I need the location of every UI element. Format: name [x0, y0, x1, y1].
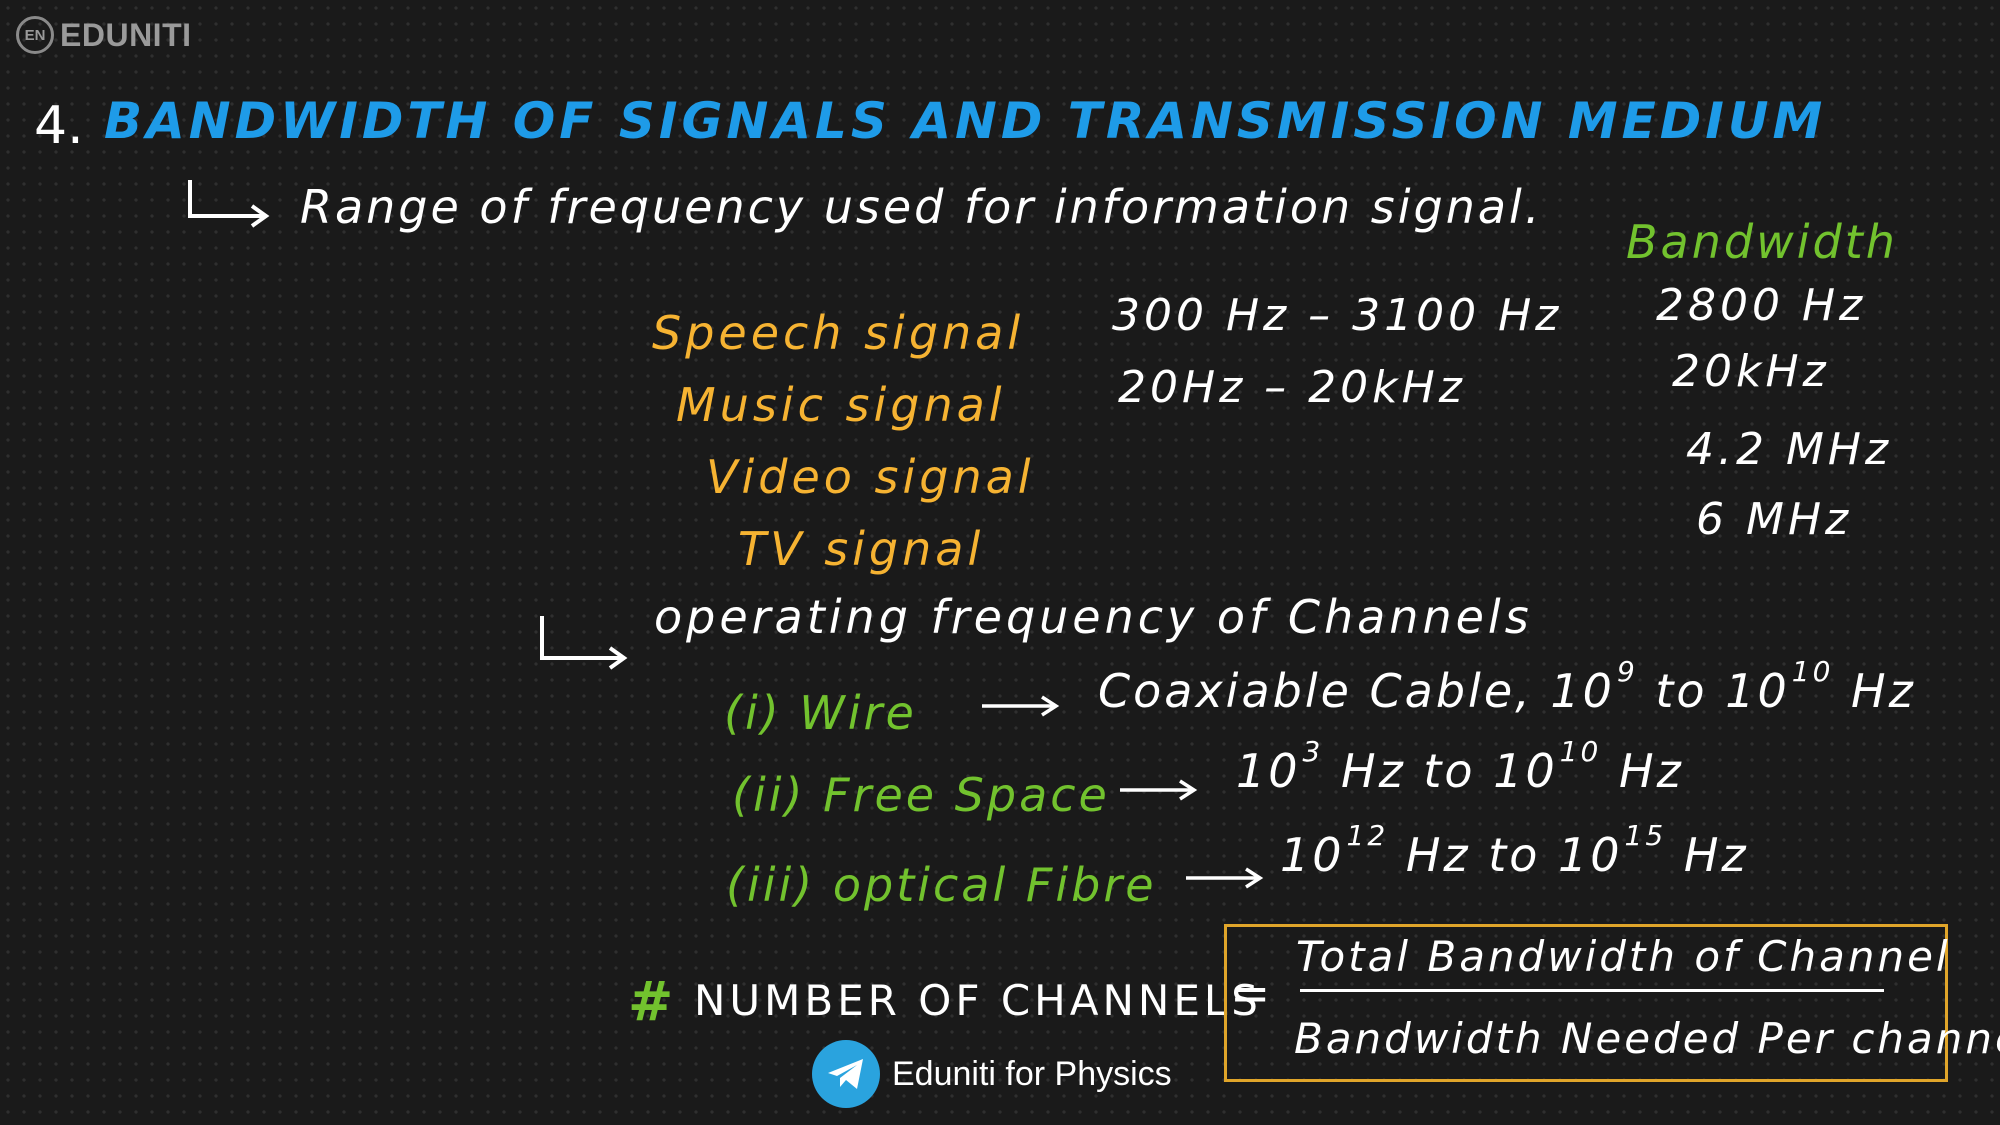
signal-bandwidth: 4.2 MHz	[1686, 424, 1893, 475]
telegram-icon	[812, 1040, 880, 1108]
exponent-base: 10	[1493, 744, 1558, 798]
range-separator: to	[1655, 664, 1708, 718]
eduniti-logo: EN EDUNITI	[16, 16, 192, 54]
exponent-base: 10	[1236, 744, 1301, 798]
right-arrow-icon	[1186, 867, 1264, 889]
channel-range: 103 Hz to 1010 Hz	[1236, 735, 1684, 798]
exponent-base: 10	[1550, 664, 1615, 718]
heading-number: 4.	[34, 96, 84, 156]
heading-title: BANDWIDTH OF SIGNALS AND TRANSMISSION ME…	[104, 92, 1827, 150]
equals-sign: =	[1230, 966, 1271, 1022]
telegram-badge[interactable]: Eduniti for Physics	[812, 1040, 1172, 1108]
formula-box	[1224, 924, 1948, 1082]
exponent: 10	[1559, 735, 1602, 768]
definition-text: Range of frequency used for information …	[300, 180, 1543, 234]
signal-bandwidth: 20kHz	[1672, 346, 1830, 397]
channels-title: operating frequency of Channels	[654, 590, 1533, 644]
logo-text: EDUNITI	[60, 16, 192, 53]
signal-bandwidth: 6 MHz	[1696, 494, 1853, 545]
telegram-channel-label: Eduniti for Physics	[892, 1054, 1172, 1093]
exponent-base: 10	[1280, 828, 1345, 882]
hook-arrow-icon	[540, 616, 628, 670]
exponent: 3	[1302, 735, 1324, 768]
bandwidth-header: Bandwidth	[1626, 215, 1898, 269]
exponent-base: 10	[1725, 664, 1790, 718]
channel-range: Coaxiable Cable, 109 to 1010 Hz	[1098, 655, 1916, 718]
channel-label: (ii) Free Space	[732, 768, 1110, 822]
signal-name: Speech signal	[652, 306, 1025, 360]
exponent: 9	[1616, 655, 1638, 688]
signal-name: Music signal	[676, 378, 1006, 432]
signal-range: 300 Hz – 3100 Hz	[1112, 290, 1563, 341]
logo-mark-icon: EN	[16, 16, 54, 54]
exponent-base: 10	[1558, 828, 1623, 882]
unit: Hz	[1851, 664, 1916, 718]
right-arrow-icon	[982, 695, 1060, 717]
unit: Hz	[1341, 744, 1406, 798]
range-separator: to	[1423, 744, 1476, 798]
hash-symbol: #	[628, 970, 674, 1033]
exponent: 12	[1346, 819, 1389, 852]
right-arrow-icon	[1120, 779, 1198, 801]
number-of-channels-label: NUMBER OF CHANNELS	[694, 976, 1262, 1025]
range-separator: to	[1488, 828, 1541, 882]
channel-range: 1012 Hz to 1015 Hz	[1280, 819, 1749, 882]
unit: Hz	[1619, 744, 1684, 798]
exponent: 15	[1624, 819, 1667, 852]
formula-denominator: Bandwidth Needed Per channel	[1294, 1014, 2000, 1063]
signal-name: TV signal	[738, 522, 985, 576]
channel-label: (i) Wire	[724, 686, 917, 740]
unit: Hz	[1683, 828, 1749, 882]
signal-range: 20Hz – 20kHz	[1118, 362, 1466, 413]
channel-medium: Coaxiable Cable,	[1098, 664, 1533, 718]
signal-bandwidth: 2800 Hz	[1656, 280, 1867, 331]
signal-name: Video signal	[706, 450, 1035, 504]
channel-label: (iii) optical Fibre	[726, 858, 1157, 912]
unit: Hz	[1405, 828, 1471, 882]
hook-arrow-icon	[188, 180, 270, 228]
fraction-line	[1300, 989, 1884, 992]
formula-numerator: Total Bandwidth of Channel	[1296, 932, 1951, 981]
exponent: 10	[1791, 655, 1834, 688]
